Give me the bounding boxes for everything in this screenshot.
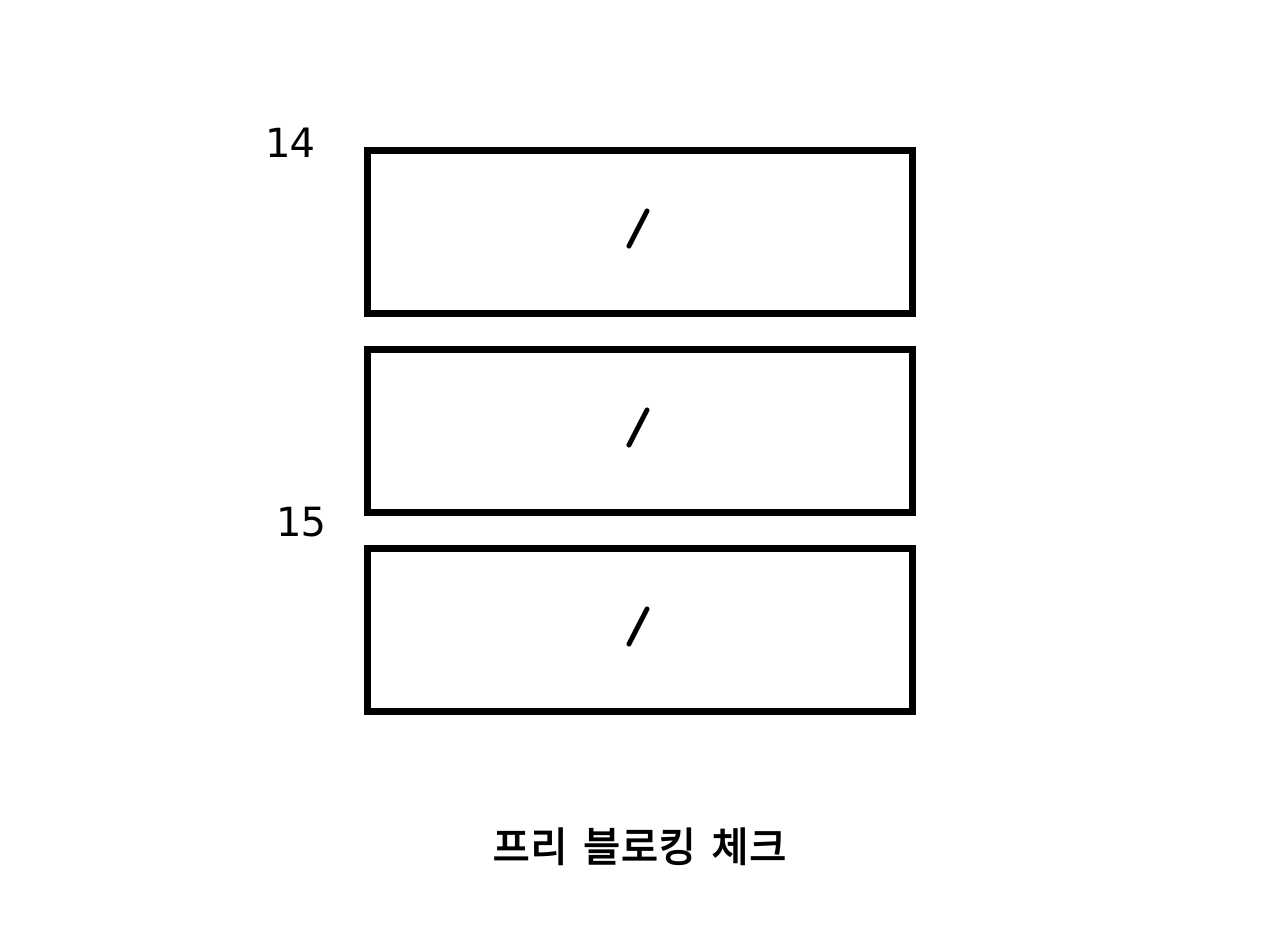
label-number-15: 15	[276, 500, 326, 546]
slash-mark-icon	[626, 606, 650, 647]
block-box-3	[364, 545, 916, 715]
label-number-14: 14	[265, 121, 315, 167]
block-box-2	[364, 346, 916, 516]
caption-text: 프리 블로킹 체크	[492, 825, 788, 871]
block-box-1	[364, 147, 916, 317]
slash-mark-icon	[626, 407, 650, 448]
slash-mark-icon	[626, 208, 650, 249]
